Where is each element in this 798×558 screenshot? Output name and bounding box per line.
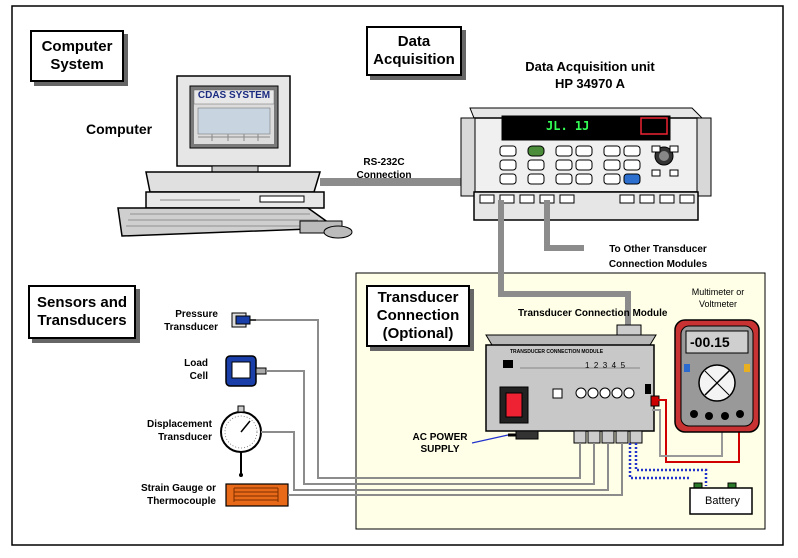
strain-line2: Thermocouple bbox=[147, 496, 216, 507]
multimeter-line2: Voltmeter bbox=[698, 299, 738, 309]
transducer-connection-box: Transducer Connection (Optional) bbox=[366, 285, 470, 347]
daq-unit-icon bbox=[460, 107, 712, 221]
sensors-line2: Transducers bbox=[37, 312, 127, 329]
daq-unit-label: Data Acquisition unit HP 34970 A bbox=[505, 58, 675, 92]
displacement-label: Displacement Transducer bbox=[130, 418, 212, 444]
computer-label: Computer bbox=[86, 121, 153, 137]
ac-power-label: AC POWER SUPPLY bbox=[404, 432, 476, 456]
computer-icon bbox=[117, 75, 353, 239]
transducer-connection-line3: (Optional) bbox=[382, 325, 454, 342]
to-other-label: To Other Transducer Connection Modules bbox=[593, 242, 723, 272]
transducer-connection-line2: Connection bbox=[376, 307, 460, 324]
load-cell-icon bbox=[225, 355, 267, 387]
pressure-transducer-icon bbox=[231, 312, 256, 328]
to-other-line2: Connection Modules bbox=[608, 259, 708, 270]
data-acquisition-line2: Acquisition bbox=[373, 51, 455, 68]
multimeter-icon bbox=[674, 319, 760, 433]
pressure-line1: Pressure bbox=[175, 309, 218, 320]
computer-system-line2: System bbox=[50, 56, 104, 73]
daq-to-module-cable bbox=[498, 200, 631, 330]
to-other-line1: To Other Transducer bbox=[609, 244, 707, 255]
module-channel-numbers: 1 2 3 4 5 bbox=[585, 361, 626, 370]
module-title: TRANSDUCER CONNECTION MODULE bbox=[510, 349, 604, 355]
rs232-line2: Connection bbox=[356, 170, 412, 181]
multimeter-label: Multimeter or Voltmeter bbox=[678, 286, 758, 310]
dial-gauge-icon bbox=[220, 405, 262, 477]
transducer-connection-line1: Transducer bbox=[377, 289, 459, 306]
load-cell-line2: Cell bbox=[189, 371, 208, 382]
ac-power-line2: SUPPLY bbox=[420, 444, 460, 455]
battery-icon bbox=[689, 482, 753, 515]
multimeter-gray-lead bbox=[652, 409, 723, 457]
rs232-label: RS-232C Connection bbox=[354, 156, 414, 182]
sensors-box: Sensors and Transducers bbox=[28, 285, 136, 339]
load-cell-line1: Load bbox=[184, 358, 208, 369]
pressure-line2: Transducer bbox=[164, 322, 218, 333]
strain-label: Strain Gauge or Thermocouple bbox=[118, 482, 216, 508]
displacement-line2: Transducer bbox=[158, 432, 212, 443]
tcm-label: Transducer Connection Module bbox=[518, 308, 668, 319]
displacement-line1: Displacement bbox=[146, 419, 212, 430]
daq-display-readout: JL. 1J bbox=[546, 119, 590, 133]
rs232-line1: RS-232C bbox=[363, 157, 405, 168]
ac-power-line1: AC POWER bbox=[412, 432, 468, 443]
multimeter-red-lead bbox=[655, 399, 740, 463]
sensor-cables bbox=[256, 319, 623, 496]
load-cell-label: Load Cell bbox=[150, 357, 208, 383]
daq-unit-line2: HP 34970 A bbox=[554, 76, 626, 91]
strain-line1: Strain Gauge or bbox=[140, 483, 216, 494]
connection-module-icon bbox=[485, 324, 660, 444]
computer-system-line1: Computer bbox=[41, 38, 113, 55]
computer-system-box: Computer System bbox=[30, 30, 124, 82]
pressure-label: Pressure Transducer bbox=[140, 308, 218, 334]
strain-gauge-icon bbox=[225, 483, 289, 507]
sensors-line1: Sensors and bbox=[36, 294, 128, 311]
daq-unit-line1: Data Acquisition unit bbox=[525, 59, 655, 74]
cdas-screen-title: CDAS SYSTEM bbox=[197, 90, 271, 101]
data-acquisition-line1: Data bbox=[397, 33, 431, 50]
battery-wiring bbox=[628, 443, 708, 486]
ac-power-lead bbox=[471, 434, 509, 444]
multimeter-line1: Multimeter or bbox=[691, 287, 745, 297]
multimeter-readout: -00.15 bbox=[690, 334, 730, 350]
data-acquisition-box: Data Acquisition bbox=[366, 26, 462, 76]
to-other-modules-cable bbox=[544, 200, 584, 251]
battery-label: Battery bbox=[705, 495, 740, 507]
